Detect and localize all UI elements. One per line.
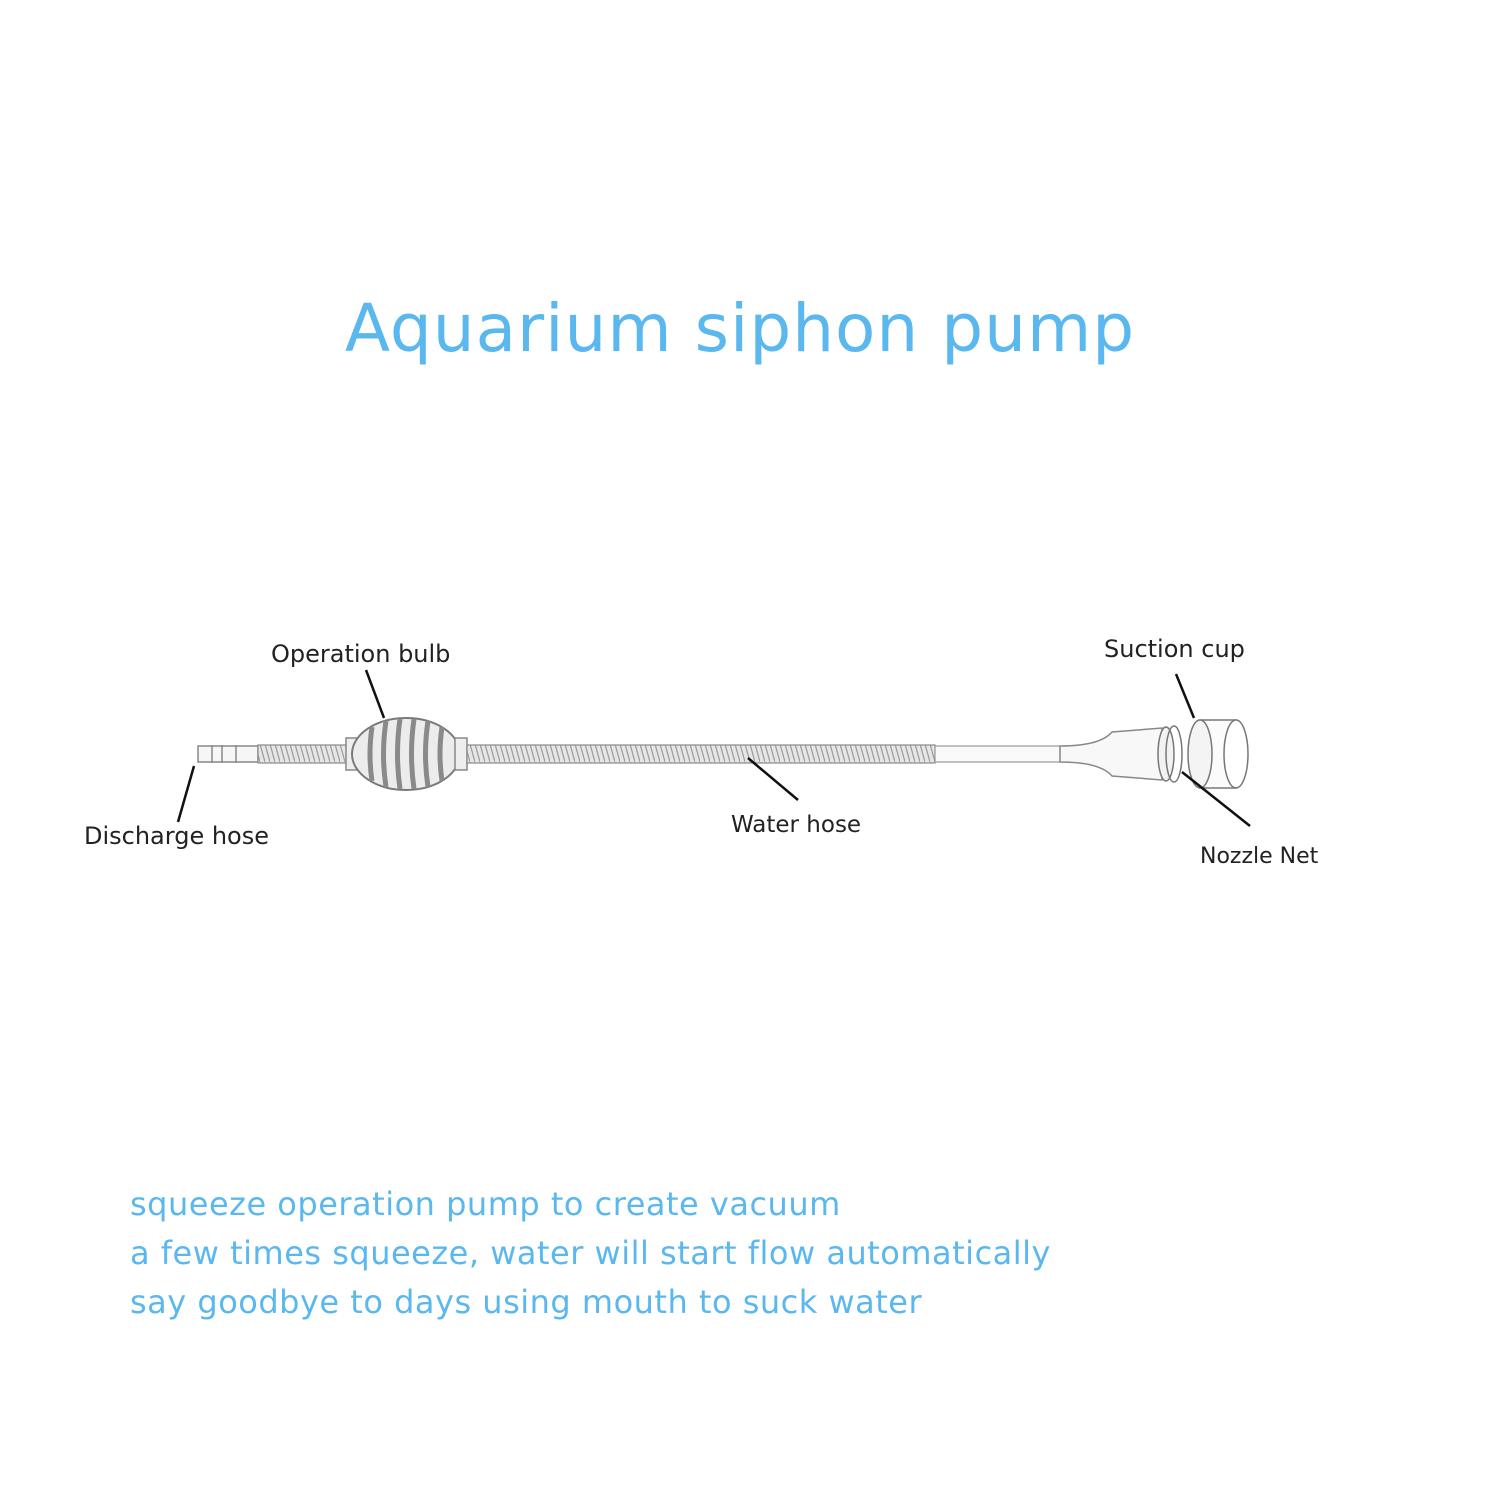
- note-line: squeeze operation pump to create vacuum: [130, 1185, 841, 1223]
- label-suction-cup: Suction cup: [1104, 635, 1245, 663]
- nozzle-net-leader: [1181, 771, 1251, 827]
- nozzle-flare: [1059, 727, 1163, 781]
- discharge-hose-leader: [176, 765, 196, 823]
- label-discharge-hose: Discharge hose: [84, 822, 270, 850]
- label-operation-bulb: Operation bulb: [271, 640, 451, 668]
- plain-tube: [934, 745, 1061, 763]
- siphon-pump-illustration: [176, 669, 1251, 827]
- label-water-hose: Water hose: [731, 812, 862, 838]
- water-hose-shape: [466, 744, 936, 764]
- operation-bulb-shape: [345, 717, 468, 791]
- siphon-pump-diagram: Operation bulb Suction cup Discharge hos…: [0, 600, 1500, 900]
- operation-bulb-leader: [364, 669, 386, 719]
- suction-cup-shape: [1187, 719, 1249, 789]
- suction-cup-leader: [1174, 673, 1196, 719]
- discharge-coil: [257, 744, 351, 764]
- note-line: a few times squeeze, water will start fl…: [130, 1234, 1051, 1272]
- water-hose-leader: [747, 757, 799, 801]
- usage-notes: squeeze operation pump to create vacuum …: [130, 1180, 1430, 1327]
- discharge-nozzle: [197, 745, 259, 763]
- label-nozzle-net: Nozzle Net: [1200, 844, 1319, 869]
- nozzle-net-shape: [1157, 725, 1183, 783]
- page-title: Aquarium siphon pump: [344, 290, 1136, 367]
- note-line: say goodbye to days using mouth to suck …: [130, 1283, 923, 1321]
